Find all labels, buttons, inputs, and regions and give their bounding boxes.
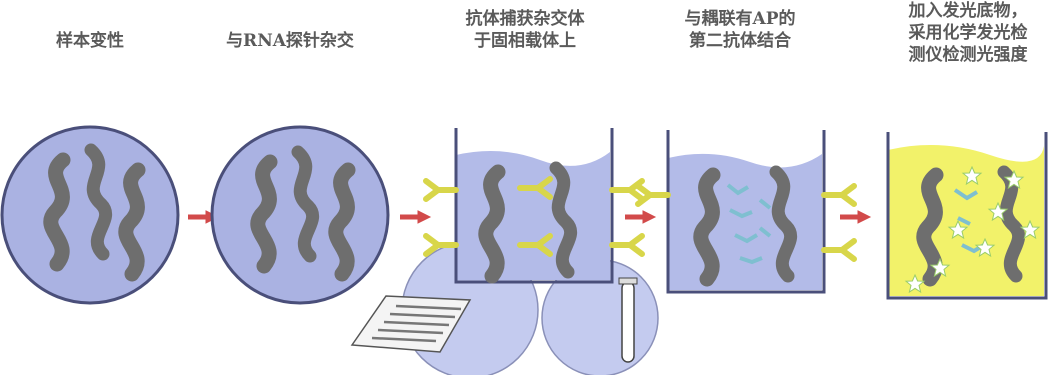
step-5-label: 加入发光底物， 采用化学发光检 测仪检测光强度 <box>878 0 1058 66</box>
right-arrow-icon <box>840 211 870 223</box>
sample-circle-1 <box>0 125 180 305</box>
secondary-antibody-well <box>638 130 854 294</box>
step-1-line-1: 样本变性 <box>56 31 124 51</box>
step-5-line-3: 测仪检测光强度 <box>908 45 1028 65</box>
right-arrow-icon <box>625 211 655 223</box>
detection-well <box>886 132 1048 300</box>
ap-secondary-antibodies <box>726 183 772 265</box>
step-5-line-1: 加入发光底物， <box>908 1 1028 21</box>
right-arrow-icon <box>400 211 430 223</box>
keyboard-icon <box>350 295 472 353</box>
step-2-line-1: 与RNA探针杂交 <box>226 31 354 51</box>
step-3-line-2: 于固相载体上 <box>474 31 576 51</box>
step-4-line-2: 第二抗体结合 <box>689 31 791 51</box>
step-2-label: 与RNA探针杂交 <box>205 30 375 52</box>
sample-circle-2 <box>210 125 390 305</box>
step-1-label: 样本变性 <box>30 30 150 52</box>
step-4-label: 与耦联有AP的 第二抗体结合 <box>660 8 820 52</box>
capture-well <box>426 128 642 284</box>
step-5-line-2: 采用化学发光检 <box>908 23 1028 43</box>
test-tube-icon <box>618 277 638 363</box>
step-4-line-1: 与耦联有AP的 <box>684 9 796 29</box>
step-3-line-1: 抗体捕获杂交体 <box>465 9 585 29</box>
step-3-label: 抗体捕获杂交体 于固相载体上 <box>440 8 610 52</box>
